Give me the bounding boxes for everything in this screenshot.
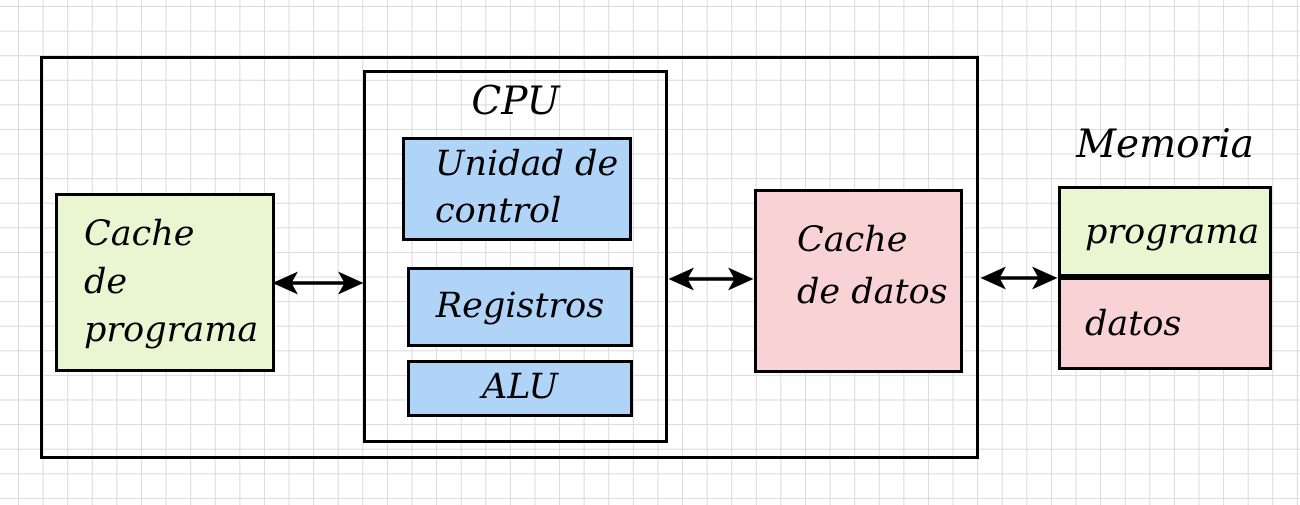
memory-program-label: programa bbox=[1085, 211, 1260, 252]
double-arrow-icon bbox=[272, 271, 364, 295]
cpu-box bbox=[363, 70, 668, 443]
cpu-title: CPU bbox=[471, 79, 560, 124]
memory-data-label: datos bbox=[1085, 303, 1182, 344]
double-arrow-icon bbox=[668, 267, 754, 291]
control-unit-box: Unidad de control bbox=[402, 137, 632, 241]
program-cache-label-line2: de bbox=[84, 262, 128, 302]
control-unit-label-line1: Unidad de bbox=[435, 144, 619, 184]
program-cache-label-line1: Cache bbox=[84, 214, 195, 254]
program-cache-label-line3: programa bbox=[84, 310, 259, 350]
data-cache-label-line2: de datos bbox=[797, 272, 948, 312]
data-cache-box: Cache de datos bbox=[754, 189, 963, 373]
alu-box: ALU bbox=[407, 360, 633, 417]
memory-data-box: datos bbox=[1058, 277, 1272, 370]
data-cache-label-line1: Cache bbox=[797, 220, 908, 260]
double-arrow-icon bbox=[980, 266, 1058, 290]
registers-box: Registros bbox=[407, 267, 633, 347]
registers-label: Registros bbox=[435, 286, 605, 326]
program-cache-box: Cache de programa bbox=[55, 193, 275, 372]
memory-program-box: programa bbox=[1058, 186, 1272, 277]
system-boundary-box bbox=[40, 56, 979, 459]
memory-title: Memoria bbox=[1076, 122, 1254, 167]
control-unit-label-line2: control bbox=[435, 191, 562, 231]
alu-label: ALU bbox=[481, 367, 559, 407]
